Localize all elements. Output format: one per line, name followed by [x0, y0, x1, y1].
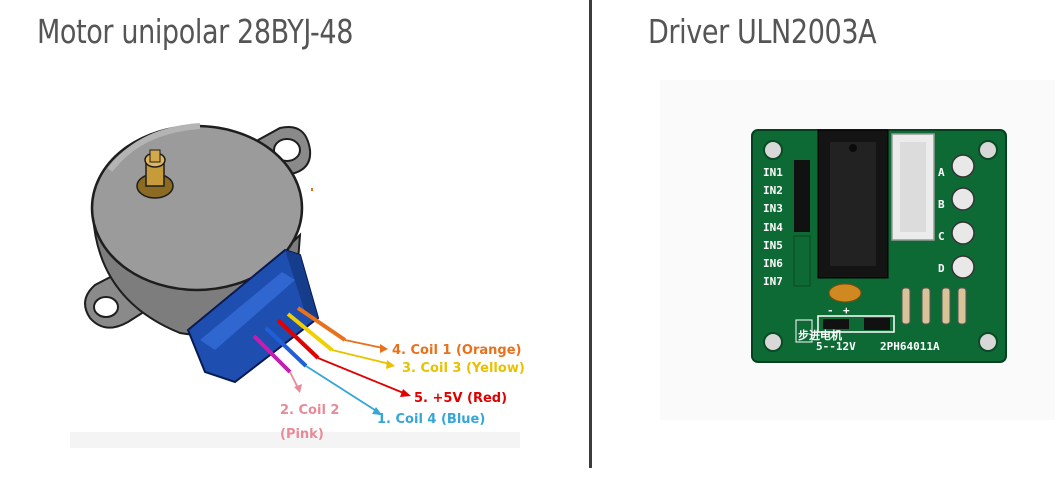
- motor-wires: [252, 306, 347, 374]
- wire-housing: [186, 248, 320, 384]
- label-coil2-color: (Pink): [280, 427, 324, 442]
- image-shadow: [70, 432, 520, 448]
- stray-mark: [311, 188, 313, 191]
- motor-title: Motor unipolar 28BYJ-48: [37, 12, 354, 51]
- input-header: [793, 160, 811, 287]
- led-a: [951, 154, 975, 178]
- uln2003a-chip: [817, 129, 889, 279]
- mount-hole-br: [978, 332, 998, 352]
- chinese-label: 步进电机: [798, 328, 842, 342]
- label-coil1: 4. Coil 1 (Orange): [392, 343, 522, 358]
- annotation-arrows: [289, 339, 411, 415]
- label-in4: IN4: [763, 221, 783, 234]
- led-c: [951, 221, 975, 245]
- panel-divider: [589, 0, 592, 468]
- label-in3: IN3: [763, 202, 783, 215]
- label-coil2: 2. Coil 2: [280, 403, 339, 418]
- driver-title: Driver ULN2003A: [648, 12, 877, 51]
- led-label-a: A: [938, 166, 945, 179]
- wire-red: [276, 318, 320, 360]
- pcb: [751, 129, 1007, 363]
- led-label-d: D: [938, 262, 945, 275]
- part-code: 2PH64011A: [880, 340, 940, 353]
- motor-connector: [891, 133, 935, 241]
- mount-hole-tl: [763, 140, 783, 160]
- label-5v: 5. +5V (Red): [414, 391, 507, 406]
- label-coil3: 3. Coil 3 (Yellow): [402, 361, 525, 376]
- led-d: [951, 255, 975, 279]
- wire-yellow: [286, 312, 334, 352]
- led-label-c: C: [938, 230, 945, 243]
- stepper-motor-diagram: 4. Coil 1 (Orange) 3. Coil 3 (Yellow) 5.…: [70, 123, 525, 448]
- label-in7: IN7: [763, 275, 783, 288]
- wire-orange: [296, 306, 347, 342]
- label-in5: IN5: [763, 239, 783, 252]
- input-labels: IN1 IN2 IN3 IN4 IN5 IN6 IN7: [763, 166, 783, 288]
- capacitor: [828, 283, 862, 303]
- power-label: 5--12V: [816, 340, 856, 353]
- led-b: [951, 187, 975, 211]
- mount-hole-bl: [763, 332, 783, 352]
- power-minus: -: [827, 304, 834, 317]
- mount-hole-tr: [978, 140, 998, 160]
- resistors: [901, 287, 967, 325]
- label-in6: IN6: [763, 257, 783, 270]
- board-backdrop: [660, 80, 1055, 420]
- label-coil4: 1. Coil 4 (Blue): [377, 412, 485, 427]
- motor-shaft: [136, 149, 174, 199]
- led-label-b: B: [938, 198, 945, 211]
- status-leds: A B C D: [938, 154, 975, 279]
- mounting-tab-left: [84, 270, 152, 329]
- label-in2: IN2: [763, 184, 783, 197]
- power-plus: +: [843, 304, 850, 317]
- label-in1: IN1: [763, 166, 783, 179]
- power-jumper: [795, 315, 895, 343]
- wire-pink: [252, 334, 292, 374]
- wire-blue: [264, 326, 308, 368]
